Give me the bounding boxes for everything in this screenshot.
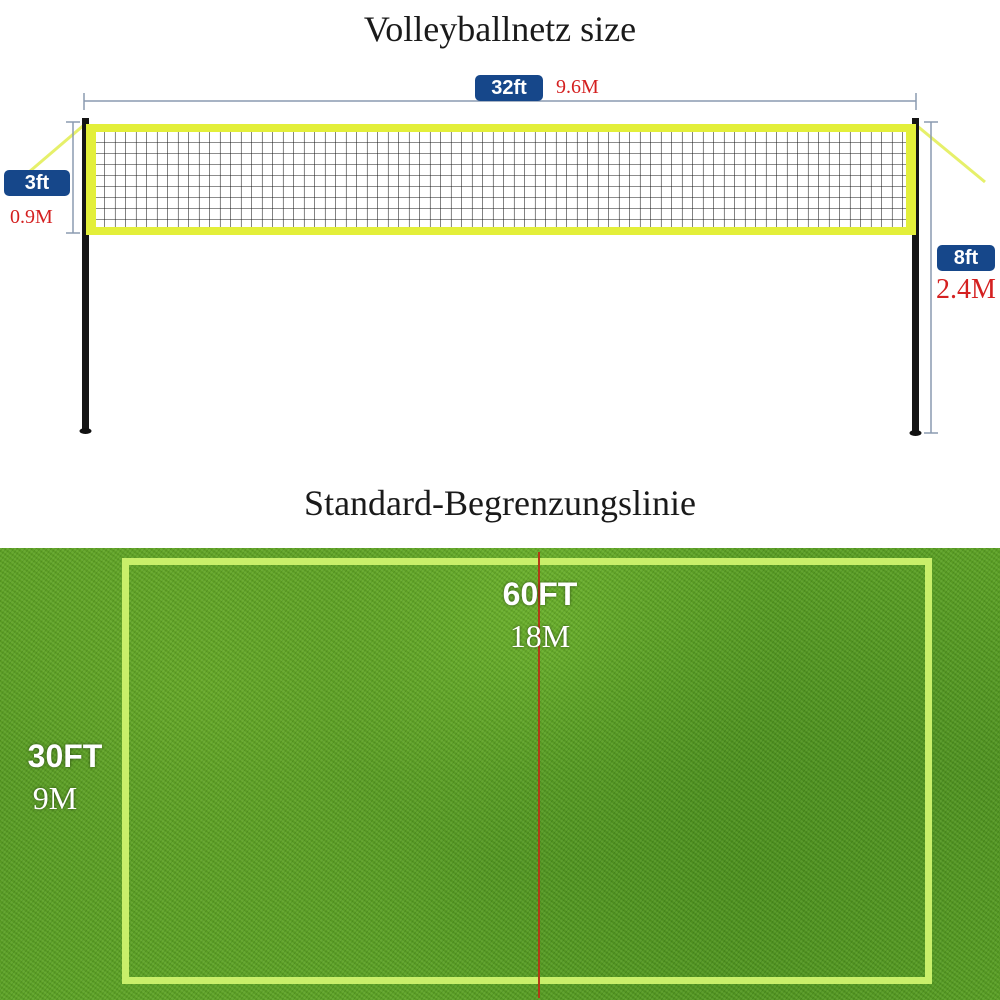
net-top-band [90, 124, 910, 132]
net-left-sleeve [86, 124, 96, 235]
court-center-line [538, 552, 540, 998]
net-width-ft-badge: 32ft [475, 75, 543, 101]
court-width-ft-label: 30FT [27, 738, 103, 774]
left-pole-foot [79, 428, 92, 434]
court-length-m-label: 18M [509, 618, 571, 654]
net-right-sleeve [906, 124, 916, 235]
net-diagram [21, 93, 986, 436]
net-height-ft-badge: 3ft [4, 170, 70, 196]
grass-court: 60FT 18M 30FT 9M [0, 548, 1000, 1000]
total-height-ft-badge: 8ft [937, 245, 995, 271]
right-guy-rope [915, 123, 986, 184]
total-height-m-label: 2.4M [936, 274, 996, 305]
left-pole [82, 118, 89, 430]
page-title: Volleyballnetz size [363, 9, 637, 49]
court-boundary-line [122, 558, 932, 984]
net-width-m-label: 9.6M [556, 76, 599, 98]
court-title: Standard-Begrenzungslinie [304, 483, 696, 523]
net-bottom-band [90, 227, 910, 235]
right-pole-foot [909, 430, 922, 436]
court-width-m-label: 9M [32, 780, 78, 816]
net-height-m-label: 0.9M [10, 206, 53, 228]
net-mesh [92, 131, 907, 228]
right-pole [912, 118, 919, 432]
court-length-ft-label: 60FT [502, 576, 578, 612]
